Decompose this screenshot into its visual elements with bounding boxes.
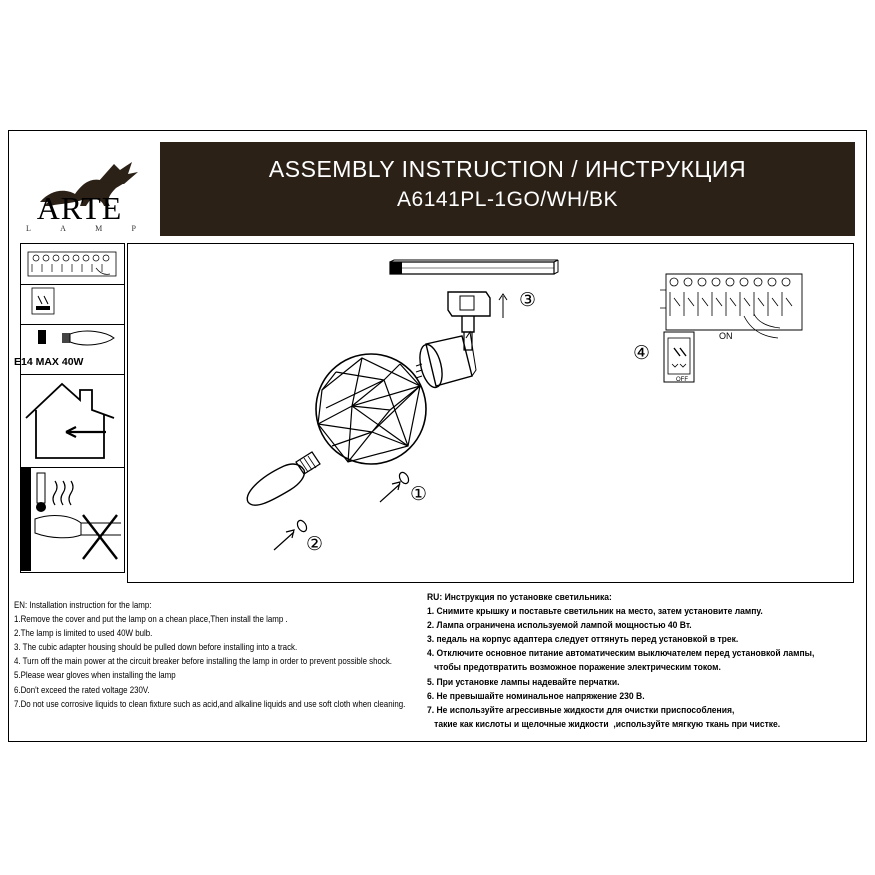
en-item: 2.The lamp is limited to used 40W bulb. xyxy=(14,628,153,639)
icon-sidebar xyxy=(20,243,125,573)
en-item: 7.Do not use corrosive liquids to clean … xyxy=(14,698,406,709)
page-title: ASSEMBLY INSTRUCTION / ИНСТРУКЦИЯ xyxy=(268,156,747,182)
bulb-spec-label: E14 MAX 40W xyxy=(14,356,84,368)
ru-heading: RU: Инструкция по установке светильника: xyxy=(427,592,612,602)
en-item: 5.Please wear gloves when installing the… xyxy=(14,670,176,681)
lamp-socket-body xyxy=(415,330,477,389)
sidebar-cell xyxy=(21,374,124,468)
indoor-use-house-icon xyxy=(25,382,115,459)
brand-letter: A xyxy=(60,224,66,233)
en-item: 3. The cubic adapter housing should be p… xyxy=(14,642,298,653)
retaining-ring-2 xyxy=(296,519,308,533)
candle-bulb xyxy=(246,451,321,506)
geometric-shade xyxy=(315,353,427,465)
e14-bulb-icon xyxy=(38,330,115,346)
ru-item: 4. Отключите основное питание автоматиче… xyxy=(427,648,815,659)
retaining-ring-1 xyxy=(398,471,410,485)
terminal-block-large-icon xyxy=(660,273,803,339)
circuit-breaker-icon xyxy=(663,331,695,383)
document-frame xyxy=(8,130,867,742)
ru-item: 7. Не используйте агрессивные жидкости д… xyxy=(427,704,735,715)
step-4-marker: ④ xyxy=(633,342,651,364)
hot-surface-gloves-icon xyxy=(21,467,121,571)
en-item: 4. Turn off the main power at the circui… xyxy=(14,656,393,667)
track-adapter xyxy=(447,291,491,351)
english-instructions: EN: Installation instruction for the lam… xyxy=(14,598,424,711)
brand-subtitle: L A M P xyxy=(26,224,136,233)
arrow-up-icon xyxy=(498,293,508,318)
ru-item: 3. педаль на корпус адаптера следует отт… xyxy=(427,634,739,645)
brand-name: ARTE xyxy=(36,190,123,226)
russian-instructions: RU: Инструкция по установке светильника:… xyxy=(427,590,867,731)
en-item: 6.Don't exceed the rated voltage 230V. xyxy=(14,684,150,695)
en-heading: EN: Installation instruction for the lam… xyxy=(14,600,152,610)
ru-item: чтобы предотвратить возможное поражение … xyxy=(427,662,721,673)
ru-item: 1. Снимите крышку и поставьте светильник… xyxy=(427,606,763,617)
header-banner: ASSEMBLY INSTRUCTION / ИНСТРУКЦИЯ A6141P… xyxy=(160,142,855,236)
sidebar-cell xyxy=(21,324,124,375)
assembly-diagram-panel xyxy=(127,243,854,583)
ru-item: 5. При установке лампы надевайте перчатк… xyxy=(427,676,620,687)
model-number: A6141PL-1GO/WH/BK xyxy=(397,188,618,211)
brand-letter: L xyxy=(26,224,31,233)
ru-item: 2. Лампа ограничена используемой лампой … xyxy=(427,620,692,631)
step-3-marker: ③ xyxy=(519,289,537,311)
ru-item: 6. Не превышайте номинальное напряжение … xyxy=(427,690,645,701)
step-1-marker: ① xyxy=(410,483,428,505)
step-2-marker: ② xyxy=(306,533,324,555)
arrow-step-2-icon xyxy=(273,529,295,551)
sidebar-cell xyxy=(21,244,124,285)
switch-off-label: OFF xyxy=(676,377,688,383)
sidebar-cell xyxy=(21,284,124,325)
en-item: 1.Remove the cover and put the lamp on a… xyxy=(14,614,288,625)
ru-item: такие как кислоты и щелочные жидкости ,и… xyxy=(427,718,781,729)
terminal-block-icon xyxy=(27,251,117,277)
track-rail xyxy=(389,259,559,275)
brand-letter: M xyxy=(95,224,103,233)
breaker-switch-icon xyxy=(31,287,55,315)
arrow-step-1-icon xyxy=(379,481,401,503)
brand-letter: P xyxy=(131,224,136,233)
switch-on-label: ON xyxy=(719,331,733,341)
lion-logo-icon xyxy=(40,162,138,206)
